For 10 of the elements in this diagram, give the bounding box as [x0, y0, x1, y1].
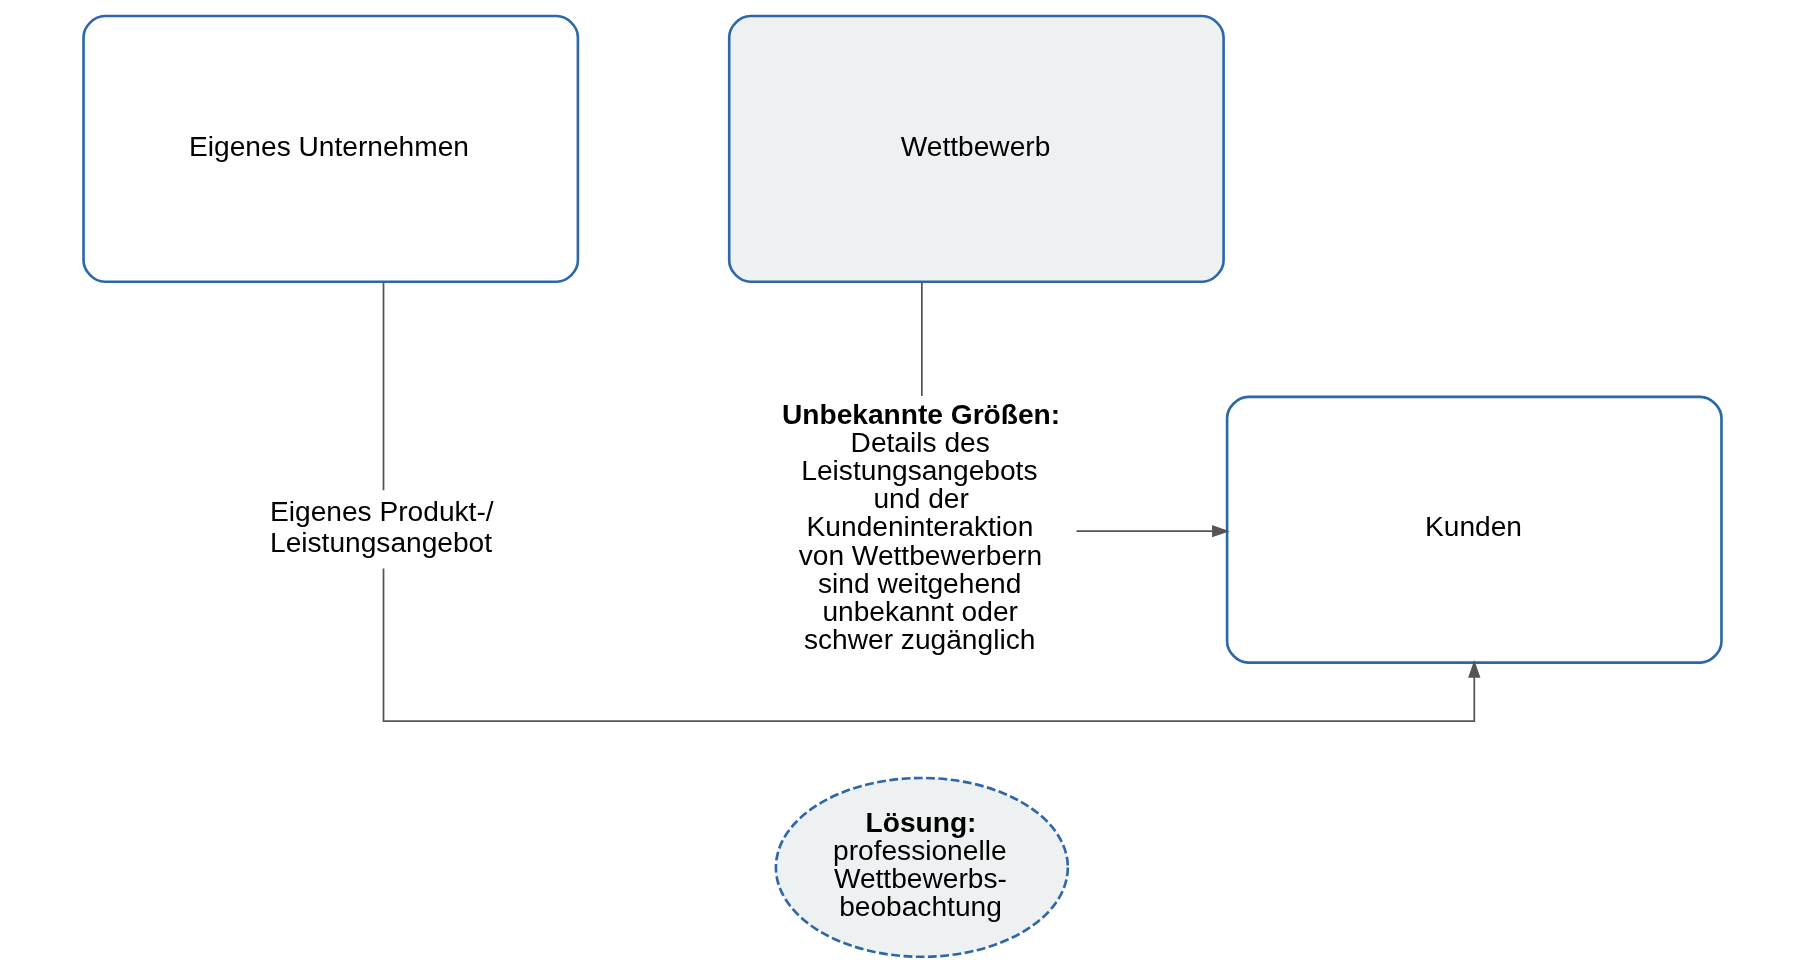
connector	[920, 280, 923, 397]
node-box: Eigenes Unternehmen	[82, 14, 580, 283]
node-text: Unbekannte Größen: Details des Leistungsangebots und der Kundeninteraktion von Wettbewerbern sind weitgehend unbekannt oder schwer zugänglich	[781, 398, 1061, 655]
node-ellipse: Lösung: professionelle Wettbewerbs- beobachtung	[774, 776, 1070, 958]
arrow	[1075, 524, 1230, 537]
node-text: Eigenes Produkt-/ Leistungsangebot	[270, 495, 494, 558]
connector	[382, 280, 385, 491]
node-box: Wettbewerb	[727, 14, 1225, 283]
arrow	[382, 567, 1481, 722]
node-box: Kunden	[1225, 395, 1723, 664]
